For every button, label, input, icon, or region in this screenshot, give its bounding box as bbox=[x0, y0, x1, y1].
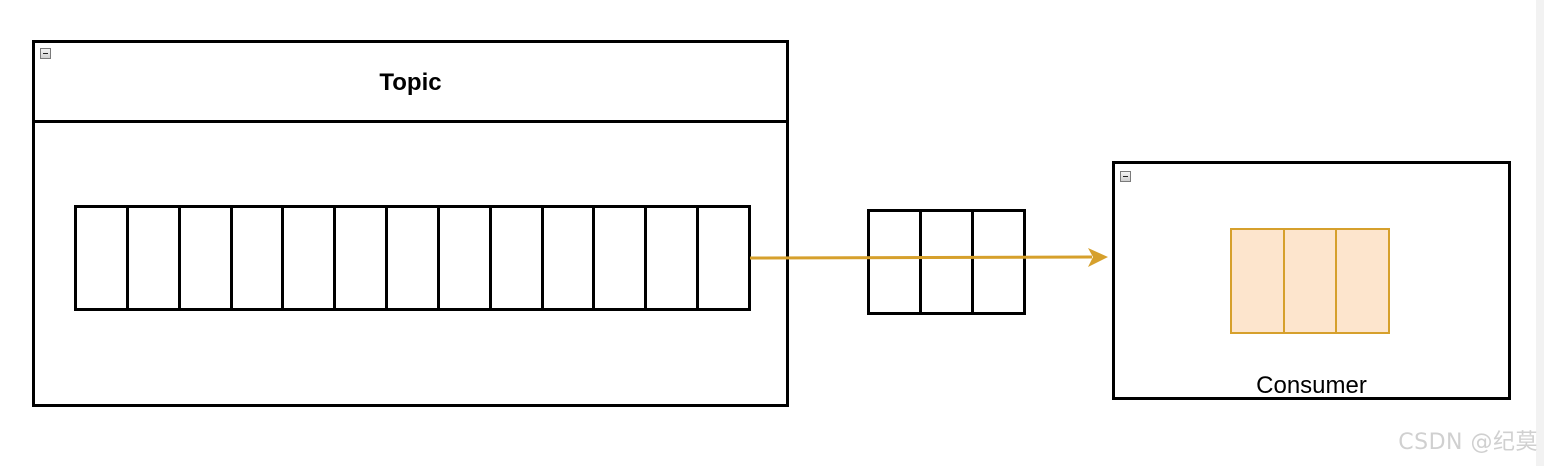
in-transit-message-cell bbox=[922, 209, 974, 315]
in-transit-messages bbox=[867, 209, 1026, 315]
message-cell bbox=[388, 205, 440, 311]
watermark: CSDN @纪莫 bbox=[1398, 430, 1538, 455]
message-cell bbox=[74, 205, 129, 311]
message-cell bbox=[595, 205, 648, 311]
in-transit-message-cell bbox=[974, 209, 1026, 315]
minus-square-icon[interactable] bbox=[40, 48, 51, 59]
consumer-buffer-cell bbox=[1230, 228, 1285, 334]
minus-square-icon[interactable] bbox=[1120, 171, 1131, 182]
message-cell bbox=[439, 205, 492, 311]
message-cell bbox=[284, 205, 337, 311]
scrollbar-track bbox=[1536, 0, 1544, 466]
consumer-buffer-cell bbox=[1284, 228, 1338, 334]
message-cell bbox=[699, 205, 751, 311]
message-cell bbox=[128, 205, 181, 311]
topic-container[interactable]: Topic bbox=[32, 40, 789, 407]
consumer-container[interactable]: Consumer bbox=[1112, 161, 1511, 400]
in-transit-message-cell bbox=[867, 209, 922, 315]
consumer-buffer bbox=[1230, 228, 1391, 334]
consumer-buffer-cell bbox=[1337, 228, 1391, 334]
message-cell bbox=[180, 205, 233, 311]
topic-header-divider bbox=[35, 120, 786, 123]
message-cell bbox=[491, 205, 544, 311]
message-cell bbox=[543, 205, 596, 311]
message-cell bbox=[336, 205, 389, 311]
arrow-head-icon bbox=[1088, 248, 1108, 267]
topic-queue bbox=[74, 205, 751, 311]
topic-title: Topic bbox=[379, 69, 442, 96]
message-cell bbox=[647, 205, 700, 311]
consumer-title: Consumer bbox=[1256, 372, 1367, 399]
message-cell bbox=[232, 205, 285, 311]
